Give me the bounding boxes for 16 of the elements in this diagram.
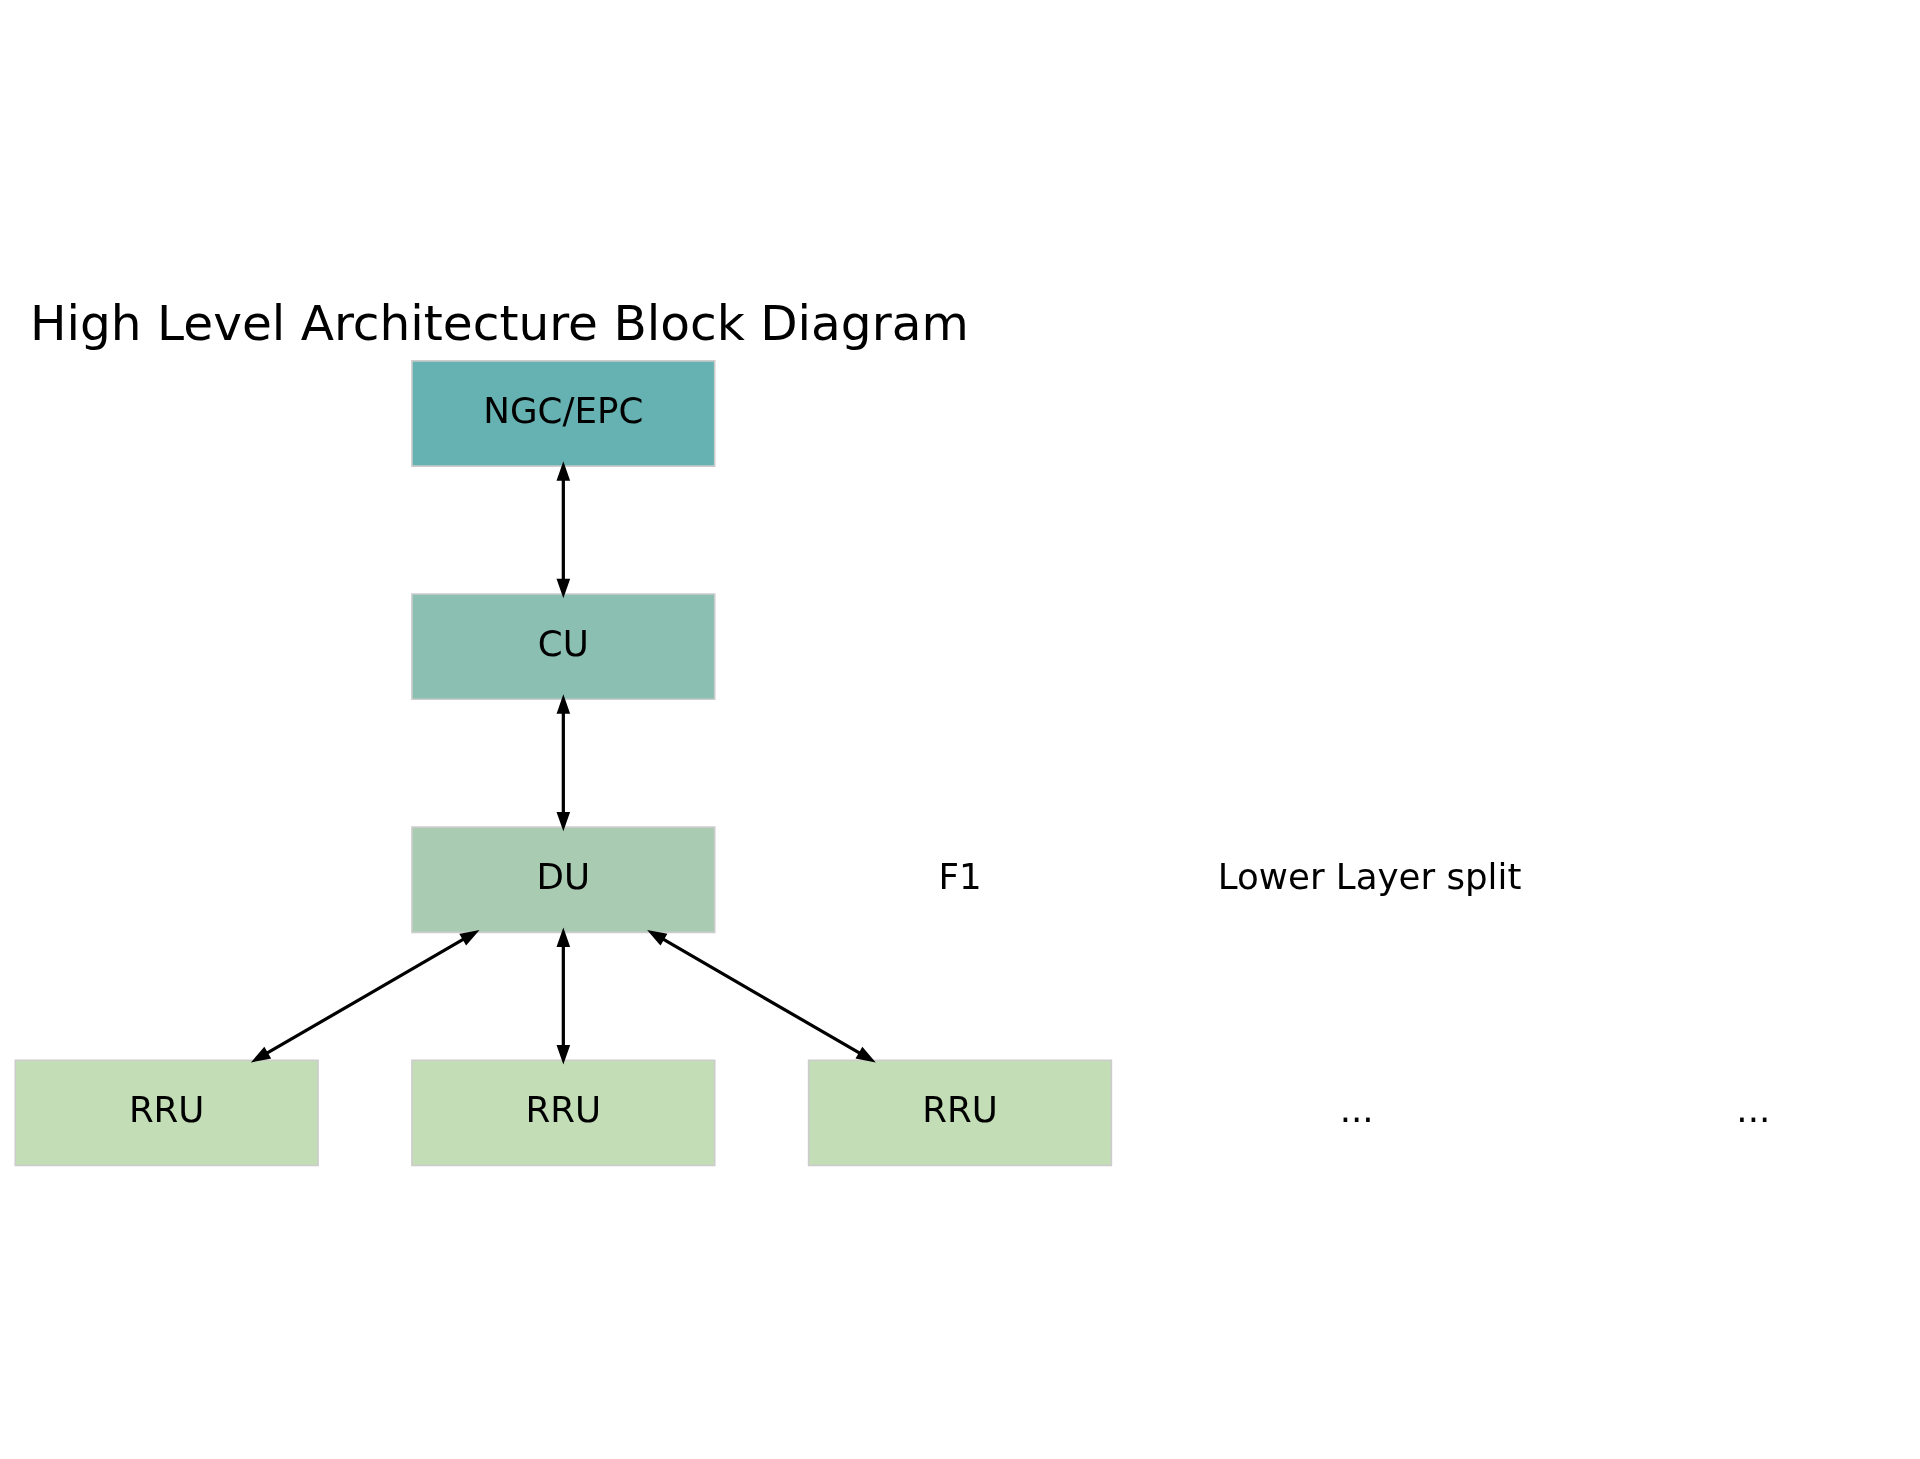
node-box: CU — [411, 592, 716, 700]
node-box: RRU — [807, 1059, 1113, 1166]
label: Lower Layer split — [1217, 855, 1522, 897]
node-box: NGC/EPC — [411, 359, 716, 467]
node-box: DU — [411, 825, 716, 933]
diagram-title: High Level Architecture Block Diagram — [30, 294, 969, 351]
label: ... — [1736, 1088, 1771, 1130]
label: F1 — [938, 855, 982, 897]
arrow — [556, 460, 571, 598]
node-box: RRU — [411, 1059, 716, 1166]
arrow — [647, 929, 876, 1062]
label: ... — [1339, 1088, 1374, 1130]
node-box: RRU — [14, 1059, 319, 1166]
arrow — [250, 929, 480, 1062]
arrow — [556, 927, 571, 1064]
arrow — [556, 693, 571, 831]
